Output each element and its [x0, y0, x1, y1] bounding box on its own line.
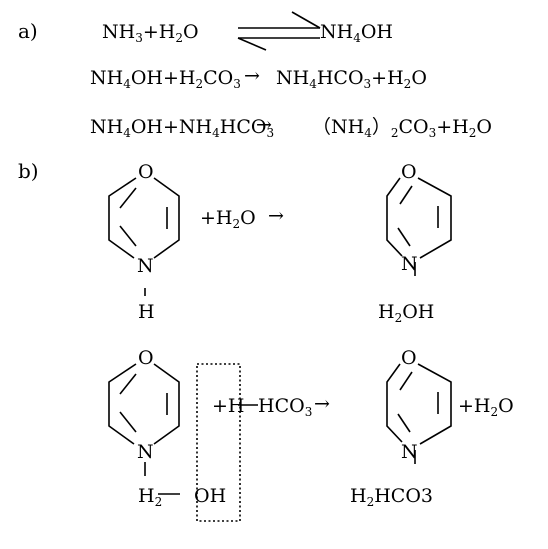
eq3-product: （NH4）2CO3+H2O — [312, 116, 492, 140]
dotted-highlight-box — [196, 363, 241, 522]
eq1-product: NH4OH — [320, 21, 393, 45]
eq1-reactant: NH3+H2O — [102, 21, 199, 45]
row1-ring-oxygen: O — [138, 161, 154, 183]
part-a-label: a) — [18, 19, 38, 43]
row2-ring-nitrogen: N — [137, 441, 154, 463]
eq2-reactant: NH4OH+H2CO3 — [90, 67, 241, 91]
row1-ring-nitrogen: N — [137, 255, 154, 277]
part-b-label: b) — [18, 159, 39, 183]
row1-product-ring: O N — [386, 161, 452, 276]
eq2-product: NH4HCO3+H2O — [276, 67, 427, 91]
row2-product-extra: +H2O — [458, 395, 514, 419]
row1-reagent: +H2O — [200, 207, 256, 231]
eq2-arrow: → — [244, 65, 260, 87]
row2-substituent-h2: H2 — [138, 485, 162, 509]
row2-product-oxygen: O — [401, 347, 417, 369]
row1-product-label: H2OH — [378, 301, 434, 325]
row2-reagent-anion: HCO3 — [258, 395, 312, 419]
eq3-arrow: → — [256, 114, 272, 136]
row2-reagent-h: +H — [212, 395, 245, 417]
row1-product-nitrogen: N — [401, 253, 418, 275]
row2-reactant-ring: O N H2 OH — [108, 347, 226, 509]
row2-ring-oxygen: O — [138, 347, 154, 369]
equilibrium-arrow — [237, 11, 321, 51]
row2-product-label: H2HCO3 — [350, 485, 433, 509]
row1-reactant-ring: O N H — [108, 161, 180, 323]
row1-arrow: → — [268, 205, 284, 227]
row2-arrow: → — [314, 393, 330, 415]
row2-substituent-oh: OH — [194, 485, 226, 507]
row2-product-nitrogen: N — [401, 441, 418, 463]
row2-product-ring: O N — [386, 347, 452, 464]
row1-product-oxygen: O — [401, 161, 417, 183]
eq3-reactant: NH4OH+NH4HCO3 — [90, 116, 274, 140]
row1-substituent-h: H — [138, 301, 155, 323]
